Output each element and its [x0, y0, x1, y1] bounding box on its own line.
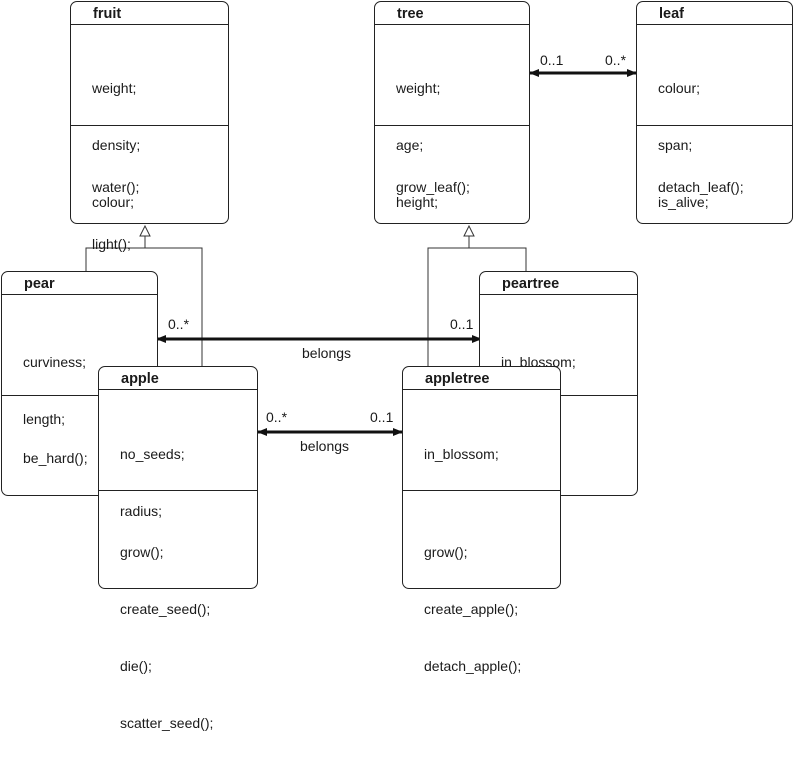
operation: grow();: [120, 544, 164, 560]
attribute-list: no_seeds; radius;: [120, 407, 185, 559]
name-divider: [71, 24, 228, 25]
association-label: belongs: [302, 345, 352, 361]
attribute-divider: [99, 490, 257, 491]
class-name: leaf: [659, 6, 684, 22]
attribute-divider: [71, 125, 228, 126]
generalization-peartree-tree: [469, 247, 527, 271]
attribute: span;: [658, 137, 693, 153]
operation: die();: [120, 658, 152, 674]
class-name: pear: [24, 276, 55, 292]
operation: grow_leaf();: [396, 179, 470, 195]
operation-list: detach_leaf();: [658, 140, 744, 235]
attribute-list: weight; density; colour;: [92, 41, 140, 250]
multiplicity-pear-side: 0..*: [168, 316, 190, 332]
multiplicity-tree-side: 0..1: [540, 52, 564, 68]
attribute: density;: [92, 137, 141, 153]
class-name: fruit: [93, 6, 122, 22]
class-tree[interactable]: tree weight; age; height; grow_leaf();: [374, 1, 530, 224]
generalization-tree-arrowhead: [463, 224, 475, 237]
operation: grow();: [424, 544, 468, 560]
association-label: belongs: [300, 438, 350, 454]
operation: detach_leaf();: [658, 179, 744, 195]
name-divider: [375, 24, 529, 25]
attribute: length;: [23, 411, 66, 427]
attribute-divider: [375, 125, 529, 126]
attribute-divider: [2, 395, 157, 396]
attribute: no_seeds;: [120, 446, 185, 462]
generalization-apple-fruit: [145, 247, 203, 366]
multiplicity-leaf-side: 0..*: [605, 52, 627, 68]
attribute-list: weight; age; height;: [396, 41, 440, 250]
multiplicity-apple-side: 0..*: [266, 409, 288, 425]
operation-list: water(); light();: [92, 140, 139, 292]
attribute-list: colour; span; is_alive;: [658, 41, 709, 250]
generalization-pear-fruit: [85, 236, 146, 271]
operation-list: grow(); create_seed(); die(); scatter_se…: [120, 505, 213, 771]
class-name: apple: [121, 371, 159, 387]
attribute: is_alive;: [658, 194, 709, 210]
attribute: weight;: [396, 80, 441, 96]
class-name: appletree: [425, 371, 490, 387]
class-apple[interactable]: apple no_seeds; radius; grow(); create_s…: [98, 366, 258, 731]
attribute: weight;: [92, 80, 137, 96]
attribute-divider: [637, 125, 792, 126]
operation-list: grow(); create_apple(); detach_apple();: [424, 505, 521, 714]
operation: light();: [92, 236, 131, 252]
attribute-list: in_blossom;: [424, 407, 499, 502]
operation: detach_apple();: [424, 658, 522, 674]
attribute: in_blossom;: [424, 446, 499, 462]
class-name: peartree: [502, 276, 560, 292]
name-divider: [403, 389, 560, 390]
attribute: height;: [396, 194, 439, 210]
class-leaf[interactable]: leaf colour; span; is_alive; detach_leaf…: [636, 1, 793, 224]
generalization-fruit-arrowhead: [139, 224, 151, 237]
attribute: colour;: [92, 194, 135, 210]
attribute: age;: [396, 137, 424, 153]
operation: create_seed();: [120, 601, 211, 617]
attribute: curviness;: [23, 354, 87, 370]
connector-layer: [85, 69, 637, 436]
class-name: tree: [397, 6, 424, 22]
generalization-appletree-tree: [427, 236, 470, 366]
attribute-divider: [403, 490, 560, 491]
operation: scatter_seed();: [120, 715, 214, 731]
name-divider: [99, 389, 257, 390]
operation-list: be_hard();: [23, 411, 88, 506]
multiplicity-peartree-side: 0..1: [450, 316, 474, 332]
attribute: radius;: [120, 503, 163, 519]
attribute: colour;: [658, 80, 701, 96]
operation: be_hard();: [23, 450, 88, 466]
name-divider: [637, 24, 792, 25]
multiplicity-appletree-side: 0..1: [370, 409, 394, 425]
class-appletree[interactable]: appletree in_blossom; grow(); create_app…: [402, 366, 561, 674]
operation: create_apple();: [424, 601, 519, 617]
operation: water();: [92, 179, 140, 195]
operation-list: grow_leaf();: [396, 140, 470, 235]
attribute-list: curviness; length;: [23, 315, 86, 467]
class-fruit[interactable]: fruit weight; density; colour; water(); …: [70, 1, 229, 252]
name-divider: [480, 294, 637, 295]
name-divider: [2, 294, 157, 295]
